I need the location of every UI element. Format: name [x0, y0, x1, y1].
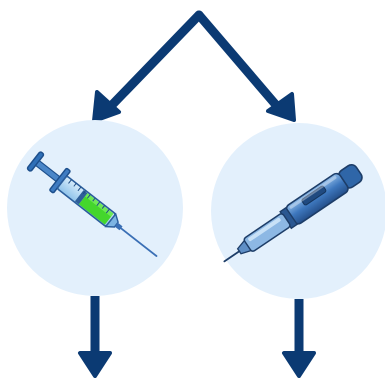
- syringe-node: [7, 120, 183, 296]
- output-arrows: [78, 296, 316, 378]
- arrow-to-pen: [194, 10, 296, 122]
- arrow-down-left: [78, 296, 112, 378]
- syringe-icon: [26, 151, 158, 257]
- arrow-down-right: [282, 299, 316, 378]
- arrow-to-syringe: [92, 10, 204, 123]
- insulin-pen-icon: [223, 163, 363, 263]
- split-arrows: [92, 10, 296, 123]
- insulin-pen-node: [211, 123, 385, 299]
